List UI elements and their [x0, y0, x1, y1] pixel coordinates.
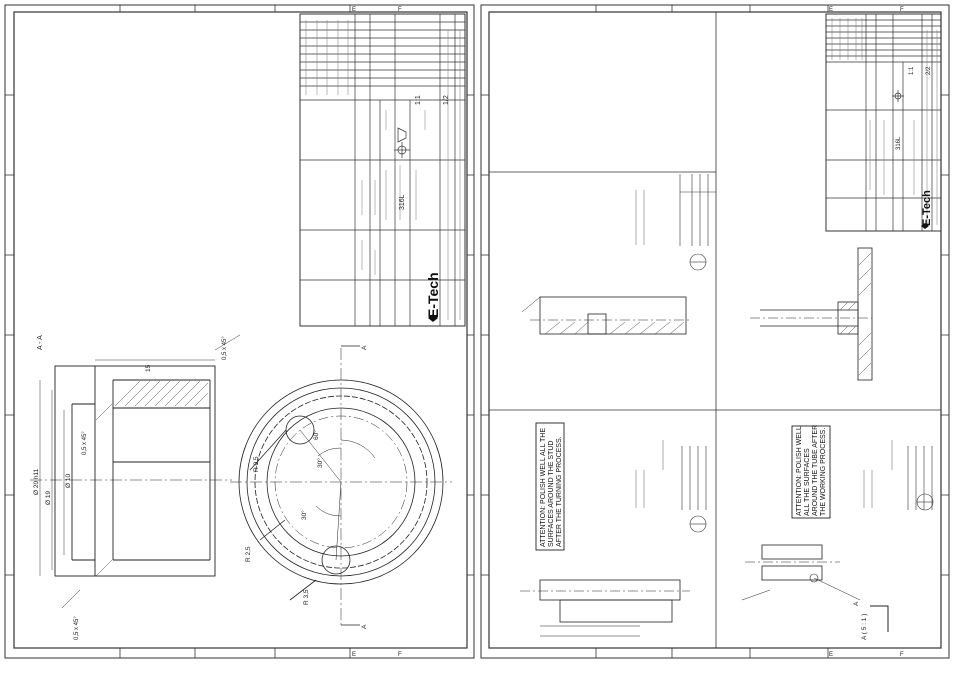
right-material-value: 316L	[896, 136, 902, 150]
tube-detail-view	[741, 544, 889, 632]
left-material-value: 316L	[399, 194, 406, 210]
tube-attention-note-box	[791, 425, 831, 519]
pin-detail-hatching	[544, 321, 685, 335]
section-hatching	[95, 380, 209, 577]
stud-notes-block	[635, 440, 707, 533]
dim-angle-b: 60°	[312, 430, 320, 440]
detail-view-mark: A	[853, 601, 860, 606]
zone-letter-bottom-e: E	[352, 652, 356, 658]
right-drawing-sheet	[480, 4, 950, 659]
right-sheet-number: 2/2	[926, 66, 932, 75]
tube-notes-block	[863, 440, 934, 511]
right-scale-value: 1:1	[909, 66, 915, 75]
dim-chamfer-top: 0,5 x 45°	[222, 336, 228, 360]
section-mark-bottom: A	[361, 624, 368, 629]
left-title-block	[299, 13, 466, 327]
attention-note-2-line-4: THE WORKING PROCESS.	[820, 428, 827, 516]
dim-chamfer-bottom: 0,5 x 45°	[74, 616, 80, 640]
left-brand-logo-icon	[428, 314, 438, 322]
pin-detail-view	[521, 296, 690, 335]
right-title-block-text-lines	[831, 18, 938, 225]
right-brand-logo-icon	[921, 223, 929, 229]
front-circular-view	[230, 345, 452, 626]
attention-note-2-line-1: ATTENTION: POLISH WELL	[796, 426, 803, 516]
right-brand-logo-text: E-Tech	[921, 190, 933, 226]
dim-chamfer-inner: 0,5 x 45°	[82, 431, 88, 455]
left-drawing-sheet	[4, 4, 475, 659]
left-sheet-number: 1/2	[443, 95, 450, 105]
right-zone-letter-bottom-e: E	[829, 652, 833, 658]
dim-length: 15	[145, 364, 152, 372]
section-dimension-lines	[39, 334, 241, 609]
zone-letter-top-e: E	[352, 7, 356, 13]
stud-attention-note-box	[535, 422, 565, 551]
dim-angle-c: 30°	[300, 510, 308, 520]
dim-dia-small: Ø 10	[65, 474, 72, 488]
section-view-label: A - A	[37, 335, 44, 350]
section-mark-top: A	[361, 345, 368, 350]
attention-note-2-line-2: ALL THE SURFACES	[804, 448, 811, 516]
pin-notes-block	[635, 174, 716, 271]
stud-detail-view	[520, 579, 690, 637]
dim-dia-mid: Ø 19	[45, 491, 52, 505]
attention-note-1-line-2: SURFACES AROUND THE STUD	[548, 441, 555, 547]
attention-note-1-line-3: AFTER THE TURNING PROCESS.	[556, 436, 563, 547]
zone-letter-bottom-f: F	[398, 652, 402, 658]
section-view-a-a	[30, 365, 232, 577]
right-title-block	[825, 13, 942, 232]
dim-dia-large: Ø 20 h11	[33, 468, 40, 495]
zone-letter-top-f: F	[398, 7, 402, 13]
left-scale-value: 1:1	[415, 95, 422, 105]
detail-a-label: A ( 5 : 1 )	[861, 614, 868, 640]
attention-note-2-line-3: AROUND THE TUBE AFTER	[812, 425, 819, 516]
right-zone-letter-bottom-f: F	[900, 652, 904, 658]
left-title-block-text-lines	[305, 20, 461, 320]
right-zone-letter-top-e: E	[829, 7, 833, 13]
attention-note-1-line-1: ATTENTION: POLISH WELL ALL THE	[540, 428, 547, 547]
right-zone-letter-top-f: F	[900, 7, 904, 13]
dim-radius-mid: R 2,5	[245, 546, 252, 562]
assembly-hatching	[839, 252, 872, 376]
left-brand-logo-text: E-Tech	[425, 272, 441, 318]
dim-radius-large: R 3,5	[303, 589, 310, 605]
dim-radius-small: R 0,5	[253, 456, 260, 472]
dim-angle-a: 30°	[316, 458, 324, 468]
